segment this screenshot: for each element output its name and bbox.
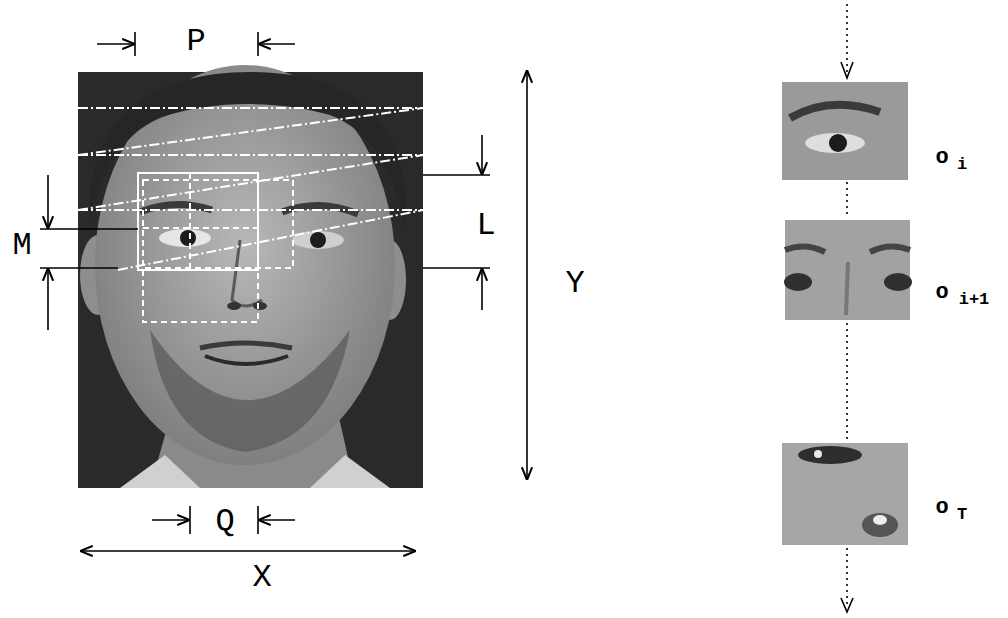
observation-label: i+1: [959, 291, 990, 308]
dimension-label: X: [252, 562, 271, 594]
dimension-label: Q: [215, 506, 234, 538]
observation-label: i: [957, 156, 967, 173]
observation-label: T: [957, 506, 967, 523]
dimension-label: M: [12, 230, 31, 262]
observation-label: o: [935, 147, 948, 169]
dimension-label: Y: [565, 268, 584, 300]
dimension-label: P: [186, 26, 205, 58]
observation-label: o: [935, 497, 948, 519]
observation-label: o: [935, 282, 948, 304]
dimension-label: L: [476, 210, 495, 242]
